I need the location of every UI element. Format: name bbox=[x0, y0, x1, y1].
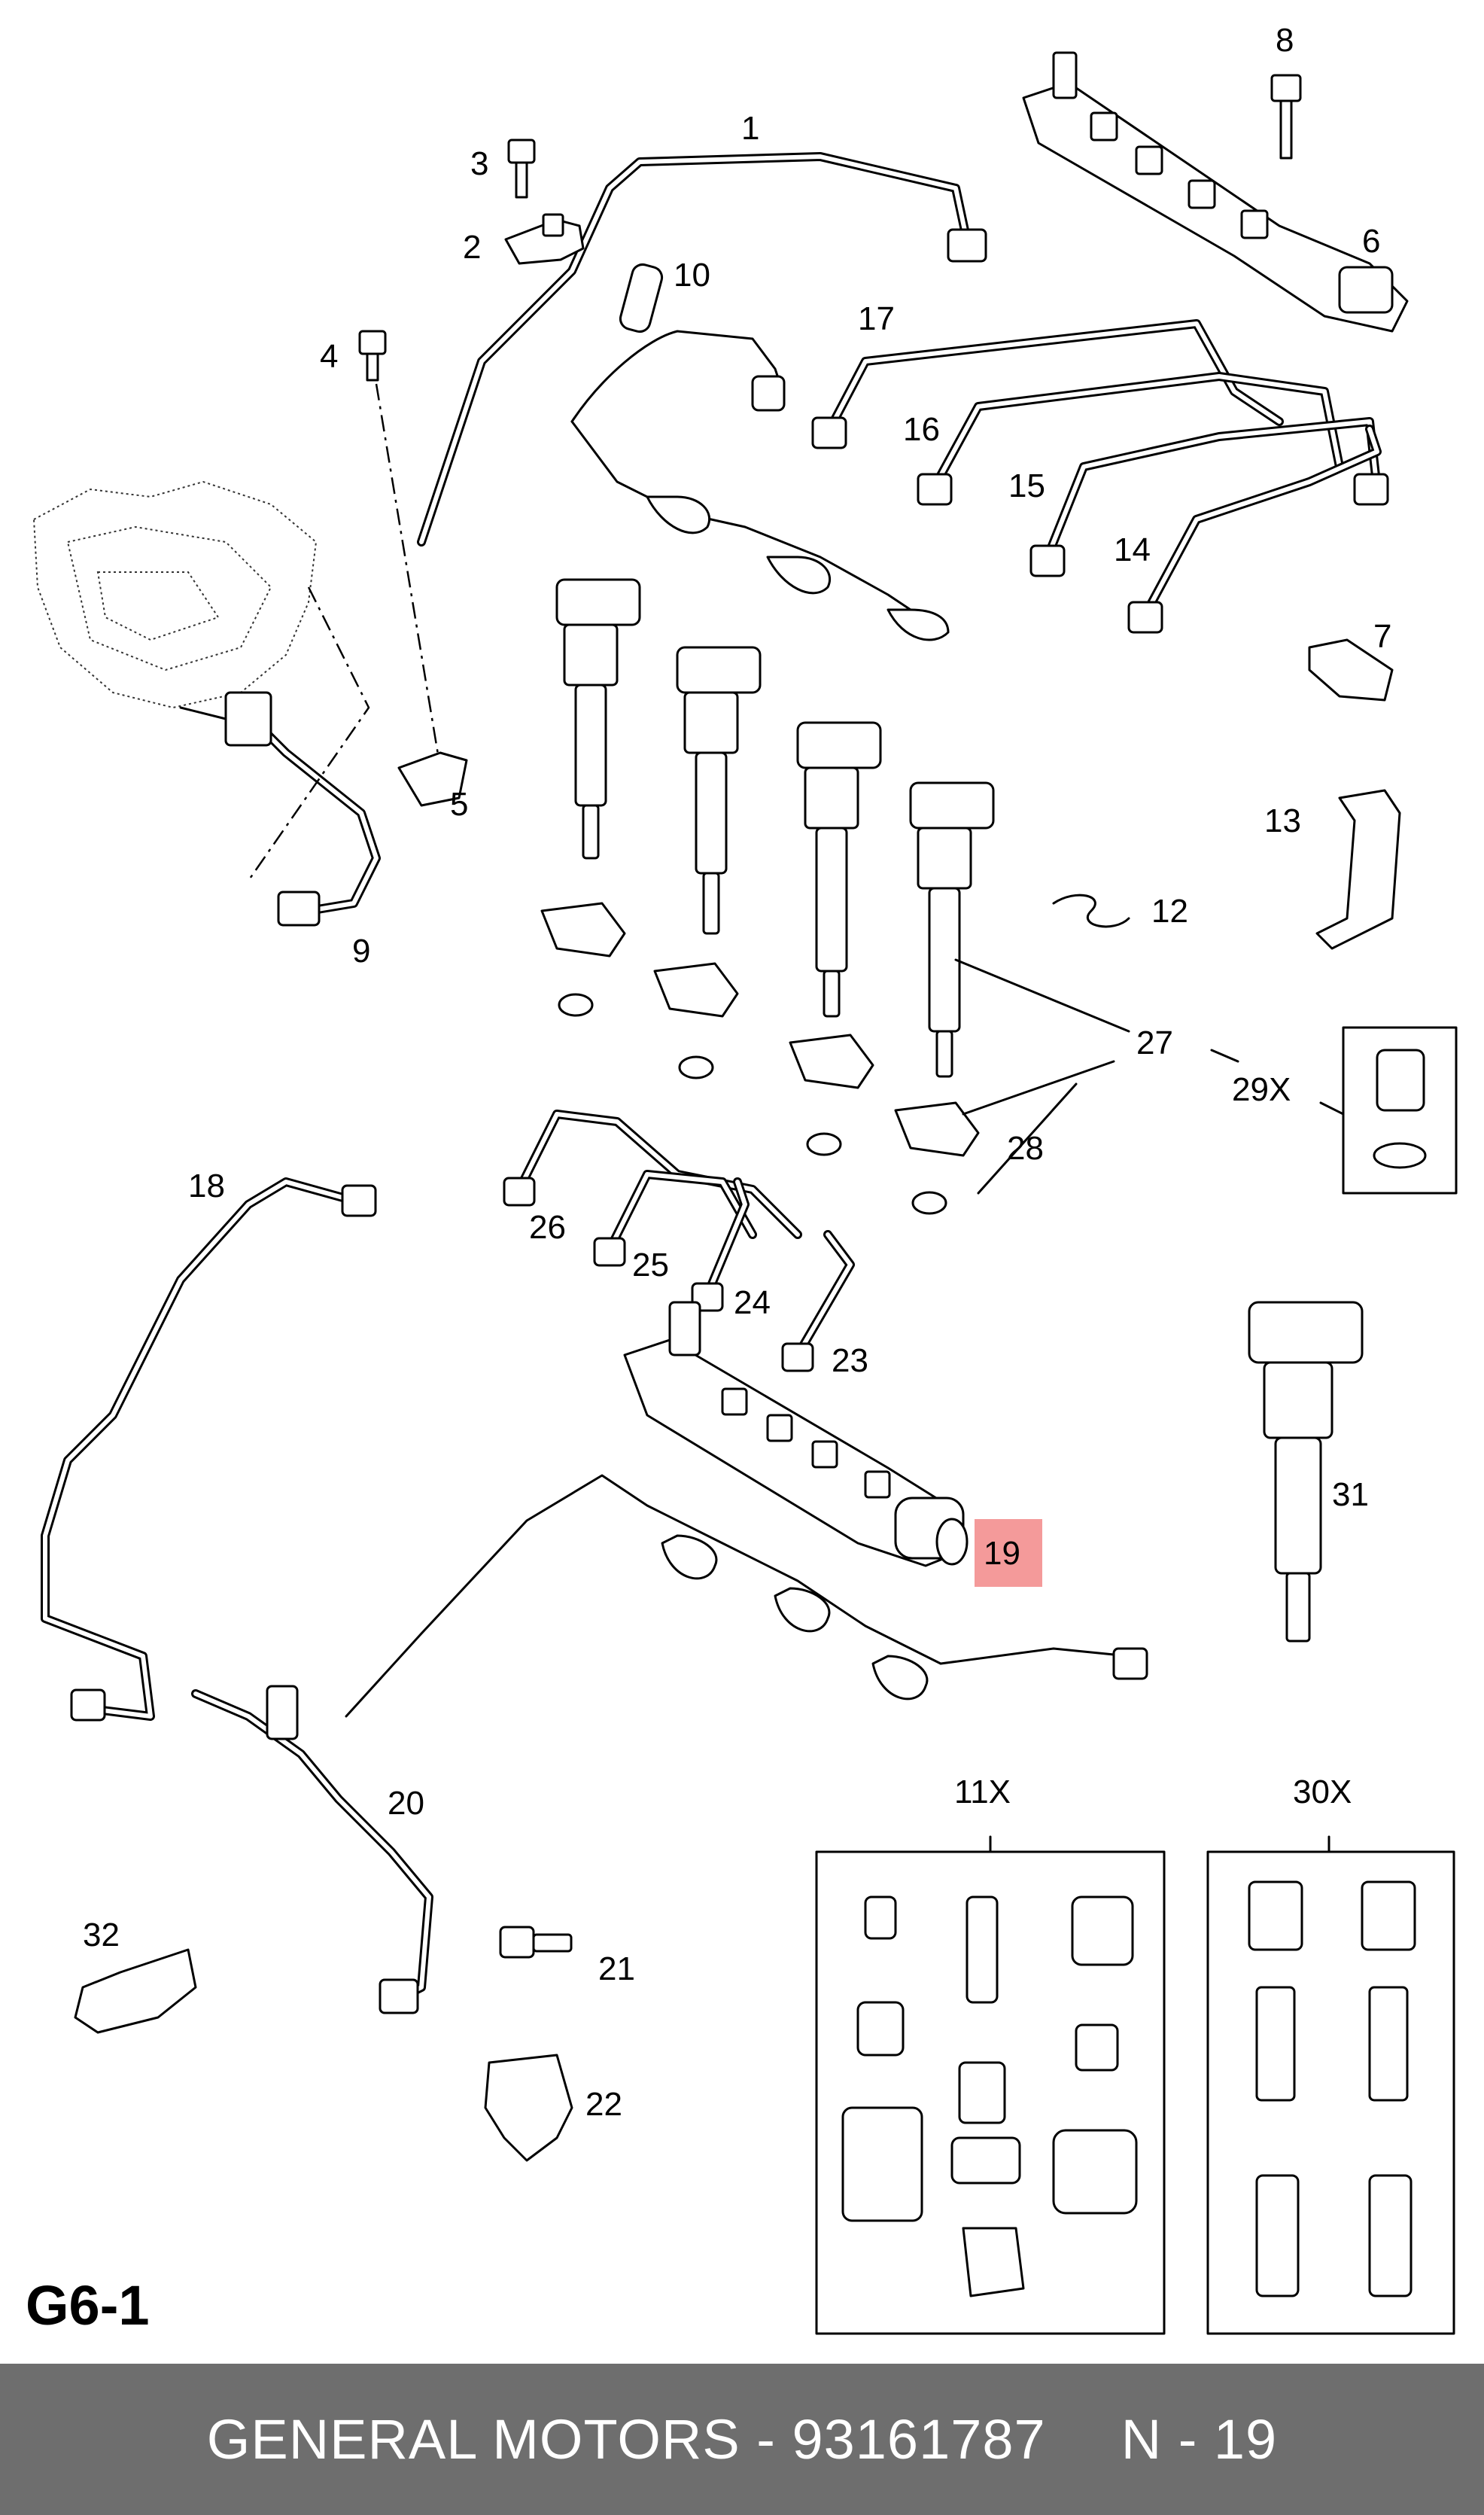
callout-8: 8 bbox=[1276, 22, 1294, 59]
callout-labels: 1 2 3 4 5 6 7 8 9 10 12 13 14 15 16 17 1… bbox=[83, 22, 1391, 2123]
callout-3: 3 bbox=[470, 145, 488, 182]
footer-callout-ref: N - 19 bbox=[1121, 2408, 1278, 2471]
callout-19-highlight bbox=[975, 1519, 1042, 1587]
page-label: G6-1 bbox=[26, 2274, 150, 2337]
callout-19: 19 bbox=[984, 1535, 1020, 1572]
callout-22: 22 bbox=[585, 2086, 622, 2123]
callout-4: 4 bbox=[320, 338, 338, 375]
callout-25: 25 bbox=[632, 1247, 669, 1283]
part-20-pipe bbox=[191, 1685, 433, 2014]
footer-brand-part: GENERAL MOTORS - 93161787 bbox=[206, 2408, 1046, 2471]
part-19-fuel-rail bbox=[623, 1301, 969, 1567]
callout-30x: 30X bbox=[1293, 1774, 1352, 1810]
part-4-bolt bbox=[358, 330, 442, 769]
part-22-clip bbox=[484, 2054, 573, 2162]
callout-28: 28 bbox=[1007, 1130, 1044, 1167]
return-line-harness-upper bbox=[570, 330, 950, 641]
callout-12: 12 bbox=[1151, 893, 1188, 930]
callout-18: 18 bbox=[188, 1168, 225, 1204]
callout-27: 27 bbox=[1136, 1025, 1173, 1061]
part-5-clip bbox=[397, 751, 468, 807]
part-12-clip bbox=[1052, 894, 1130, 928]
pipes-23-26 bbox=[503, 1110, 855, 1372]
callout-11x: 11X bbox=[954, 1774, 1011, 1810]
kit-30x-box bbox=[1206, 1835, 1455, 2335]
callout-15: 15 bbox=[1008, 467, 1045, 504]
part-8-bolt bbox=[1270, 74, 1302, 160]
callout-7: 7 bbox=[1373, 618, 1391, 655]
clamps-and-washers-28 bbox=[540, 902, 980, 1215]
callout-1: 1 bbox=[741, 110, 759, 147]
part-18-pipe bbox=[41, 1177, 377, 1722]
callout-9: 9 bbox=[352, 933, 370, 970]
callout-20: 20 bbox=[388, 1785, 424, 1822]
callout-13: 13 bbox=[1264, 802, 1301, 839]
return-line-harness-lower bbox=[345, 1474, 1148, 1718]
part-32-bracket bbox=[74, 1948, 197, 2034]
callout-17: 17 bbox=[858, 300, 895, 337]
part-13-bracket bbox=[1315, 789, 1401, 950]
part-31-injector bbox=[1248, 1301, 1364, 1643]
callout-32: 32 bbox=[83, 1917, 120, 1953]
callout-10: 10 bbox=[674, 257, 710, 294]
callout-16: 16 bbox=[903, 411, 940, 448]
callout-2: 2 bbox=[463, 229, 481, 266]
callout-29x: 29X bbox=[1232, 1071, 1291, 1108]
injectors-27 bbox=[555, 578, 995, 1078]
footer-bar: GENERAL MOTORS - 93161787 N - 19 bbox=[0, 2364, 1484, 2515]
part-1-pipe bbox=[417, 152, 987, 547]
exploded-parts-diagram: 1 2 3 4 5 6 7 8 9 10 12 13 14 15 16 17 1… bbox=[32, 22, 1458, 2335]
part-21-bolt bbox=[499, 1926, 573, 1959]
leader-lines bbox=[954, 958, 1345, 1195]
part-7-sensor bbox=[1308, 638, 1394, 702]
part-6-fuel-rail bbox=[1022, 51, 1409, 333]
injector-pipes-14-17 bbox=[811, 319, 1389, 634]
callout-26: 26 bbox=[529, 1209, 566, 1246]
callout-21: 21 bbox=[598, 1950, 635, 1987]
pump-fitting bbox=[179, 691, 272, 747]
callout-14: 14 bbox=[1114, 531, 1151, 568]
part-2-bracket bbox=[504, 213, 585, 265]
callout-6: 6 bbox=[1362, 223, 1380, 260]
engine-block-outline bbox=[32, 480, 318, 709]
kit-11x-box bbox=[815, 1835, 1166, 2335]
part-9-pipe bbox=[236, 586, 381, 927]
kit-29x-box bbox=[1342, 1026, 1458, 1195]
part-10-sleeve bbox=[619, 263, 664, 333]
callout-31: 31 bbox=[1332, 1476, 1369, 1513]
callout-5: 5 bbox=[450, 786, 468, 823]
callout-23: 23 bbox=[832, 1342, 868, 1379]
callout-24: 24 bbox=[734, 1284, 771, 1321]
part-3-bolt bbox=[507, 139, 536, 199]
